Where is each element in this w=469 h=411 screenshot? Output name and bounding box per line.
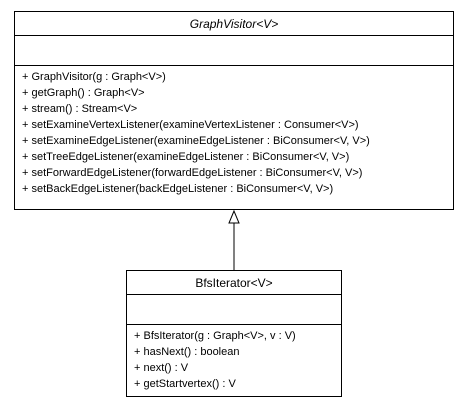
inheritance-arrowhead-icon xyxy=(228,209,240,224)
class-name: GraphVisitor<V> xyxy=(15,12,453,36)
method-constructor: + BfsIterator(g : Graph<V>, v : V) xyxy=(134,330,296,342)
fields-compartment xyxy=(127,295,341,325)
method-set-examine-edge-listener: + setExamineEdgeListener(examineEdgeList… xyxy=(22,135,370,147)
methods-compartment: + GraphVisitor(g : Graph<V>) + getGraph(… xyxy=(15,66,453,197)
methods-compartment: + BfsIterator(g : Graph<V>, v : V) + has… xyxy=(127,325,341,392)
method-set-back-edge-listener: + setBackEdgeListener(backEdgeListener :… xyxy=(22,183,334,195)
method-set-forward-edge-listener: + setForwardEdgeListener(forwardEdgeList… xyxy=(22,167,363,179)
method-get-graph: + getGraph() : Graph<V> xyxy=(22,87,145,99)
fields-compartment xyxy=(15,36,453,66)
method-constructor: + GraphVisitor(g : Graph<V>) xyxy=(22,71,166,83)
method-has-next: + hasNext() : boolean xyxy=(134,346,240,358)
class-graph-visitor: GraphVisitor<V> + GraphVisitor(g : Graph… xyxy=(14,11,454,210)
method-next: + next() : V xyxy=(134,362,189,374)
method-set-examine-vertex-listener: + setExamineVertexListener(examineVertex… xyxy=(22,119,359,131)
class-bfs-iterator: BfsIterator<V> + BfsIterator(g : Graph<V… xyxy=(126,270,342,397)
method-get-startvertex: + getStartvertex() : V xyxy=(134,378,236,390)
method-set-tree-edge-listener: + setTreeEdgeListener(examineEdgeListene… xyxy=(22,151,350,163)
class-name: BfsIterator<V> xyxy=(127,271,341,295)
method-stream: + stream() : Stream<V> xyxy=(22,103,138,115)
